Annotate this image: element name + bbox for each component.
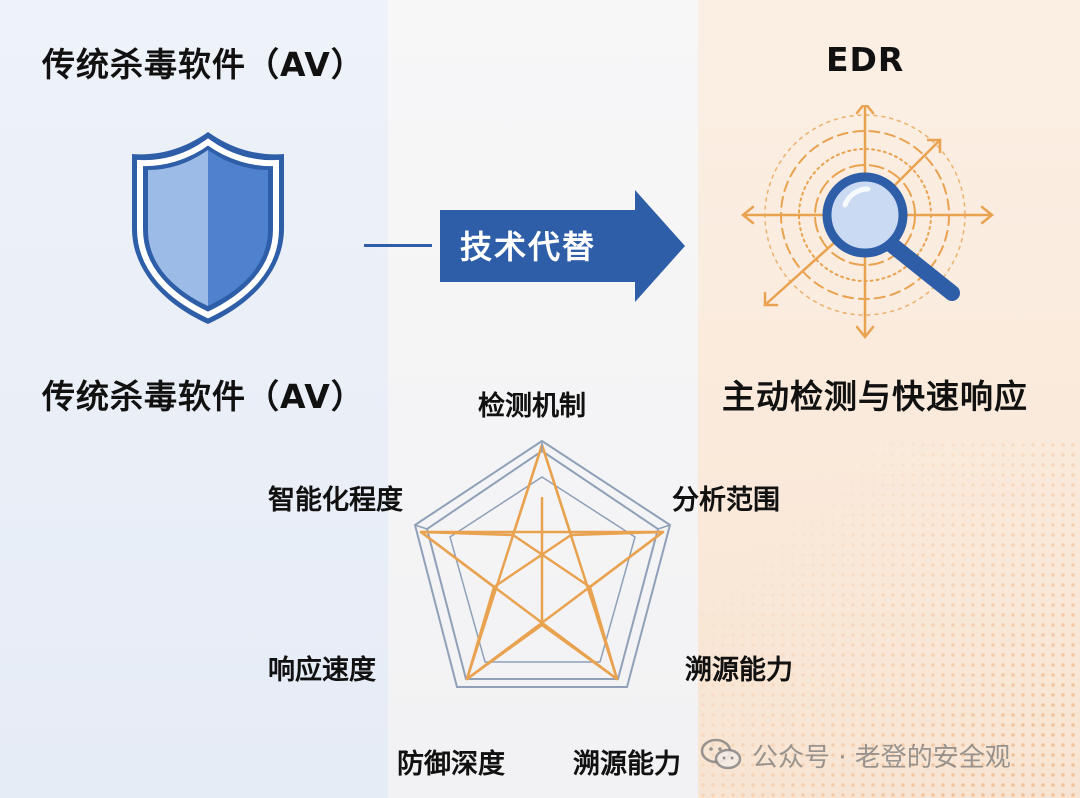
edr-subtitle: 主动检测与快速响应: [722, 377, 1028, 416]
watermark: 公众号 · 老登的安全观: [700, 735, 1011, 775]
capability-radar-chart: [413, 439, 672, 688]
wechat-icon: [700, 738, 742, 770]
edr-panel: [698, 0, 1080, 798]
arrow-label: 技术代替: [460, 228, 597, 266]
center-panel: [388, 0, 698, 798]
shield-icon: [132, 132, 284, 324]
edr-title: EDR: [826, 40, 905, 79]
watermark-text: 公众号 · 老登的安全观: [752, 742, 1011, 773]
av-title-top: 传统杀毒软件（AV）: [42, 45, 365, 84]
av-panel: [0, 0, 388, 798]
halftone-decoration: [698, 440, 1080, 798]
radar-axis-label: 防御深度: [397, 749, 505, 780]
replacement-arrow: [440, 190, 685, 302]
magnifier-radar-icon: [740, 105, 995, 340]
radar-axis-label: 溯源能力: [685, 655, 793, 686]
radar-axis-label: 智能化程度: [268, 485, 403, 516]
av-title-bottom: 传统杀毒软件（AV）: [42, 377, 365, 416]
connector-line: [364, 244, 432, 247]
radar-axis-label: 分析范围: [672, 485, 780, 516]
radar-axis-label: 检测机制: [478, 391, 586, 422]
radar-axis-label: 响应速度: [268, 655, 376, 686]
radar-axis-label: 溯源能力: [573, 749, 681, 780]
